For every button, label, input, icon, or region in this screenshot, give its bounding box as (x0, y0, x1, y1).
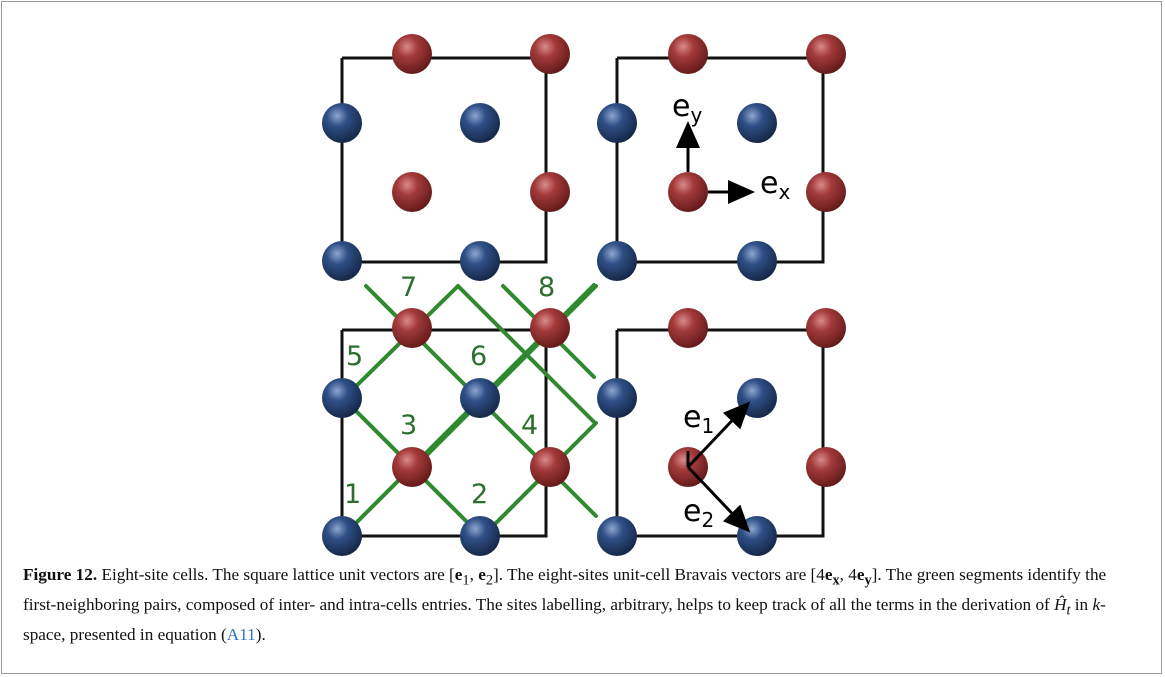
caption-sub: 1 (462, 572, 470, 589)
blue-site (460, 241, 500, 281)
red-site (806, 34, 846, 74)
site-label-1: 1 (344, 479, 361, 510)
red-site-7 (392, 308, 432, 348)
red-site (530, 172, 570, 212)
e1-label: e1 (683, 400, 714, 438)
blue-site (597, 516, 637, 556)
caption-text: ]. The green segments identify the first… (23, 565, 1107, 614)
blue-site (737, 103, 777, 143)
caption-vector: e (478, 565, 486, 584)
red-site-3 (392, 447, 432, 487)
site-label-4: 4 (521, 410, 538, 441)
caption-text: Eight-site cells. The square lattice uni… (97, 565, 455, 584)
caption-sub: y (864, 572, 872, 589)
site-label-5: 5 (346, 341, 363, 372)
caption-sub: t (1066, 602, 1071, 619)
red-site (806, 172, 846, 212)
lattice-figure: 7 8 5 6 3 4 1 2 ey ex e1 e2 (322, 34, 846, 556)
blue-site (322, 241, 362, 281)
caption-text: in (1070, 594, 1093, 614)
caption-vector: e (824, 565, 833, 584)
e2-label: e2 (683, 494, 714, 532)
figure-caption: Figure 12. Eight-site cells. The square … (23, 563, 1143, 647)
e1-arrow (686, 401, 751, 469)
caption-vector: e (454, 565, 463, 584)
blue-site-1 (322, 516, 362, 556)
site-label-2: 2 (471, 479, 488, 510)
caption-k: k (1092, 594, 1101, 614)
caption-text: -space, presented in equation ( (23, 594, 1106, 644)
site-label-6: 6 (470, 341, 487, 372)
unit-vectors (676, 121, 755, 533)
blue-site (737, 516, 777, 556)
blue-site (322, 103, 362, 143)
red-site (806, 447, 846, 487)
site-label-3: 3 (400, 410, 417, 441)
cell-box-top-left (340, 56, 548, 264)
caption-vector: e (856, 565, 865, 584)
blue-site (597, 241, 637, 281)
equation-link[interactable]: A11 (226, 624, 256, 644)
red-site (392, 172, 432, 212)
red-site (668, 308, 708, 348)
red-site (668, 172, 708, 212)
caption-text: , 4 (839, 565, 857, 584)
blue-site-5 (322, 378, 362, 418)
caption-text: ]. The eight-sites unit-cell Bravais vec… (493, 565, 825, 584)
cell-box-top-right (615, 56, 825, 264)
cell-boxes (340, 56, 825, 538)
blue-site (737, 241, 777, 281)
blue-site-6 (460, 378, 500, 418)
caption-label: Figure 12. (23, 565, 98, 584)
caption-text: ). (255, 624, 266, 644)
blue-site (597, 378, 637, 418)
red-site (668, 34, 708, 74)
site-labels: 7 8 5 6 3 4 1 2 (344, 272, 555, 510)
red-site (530, 34, 570, 74)
blue-site-2 (460, 516, 500, 556)
caption-hamiltonian: Ĥ (1054, 594, 1067, 614)
e2-arrow (686, 465, 751, 533)
vector-labels: ey ex e1 e2 (672, 89, 790, 532)
red-site-8 (530, 308, 570, 348)
cell-box-bottom-left (340, 328, 548, 538)
blue-site (460, 103, 500, 143)
caption-text: , (469, 565, 479, 584)
lattice-sites (322, 34, 846, 556)
ey-label: ey (672, 89, 702, 127)
blue-site (597, 103, 637, 143)
site-label-8: 8 (538, 272, 555, 303)
red-site-4 (530, 447, 570, 487)
site-label-7: 7 (400, 272, 417, 303)
red-site (392, 34, 432, 74)
ex-label: ex (760, 166, 790, 204)
blue-site (737, 378, 777, 418)
caption-sub: x (832, 572, 840, 589)
caption-sub: 2 (485, 572, 493, 589)
cell-box-bottom-right (615, 328, 825, 538)
red-site (806, 308, 846, 348)
